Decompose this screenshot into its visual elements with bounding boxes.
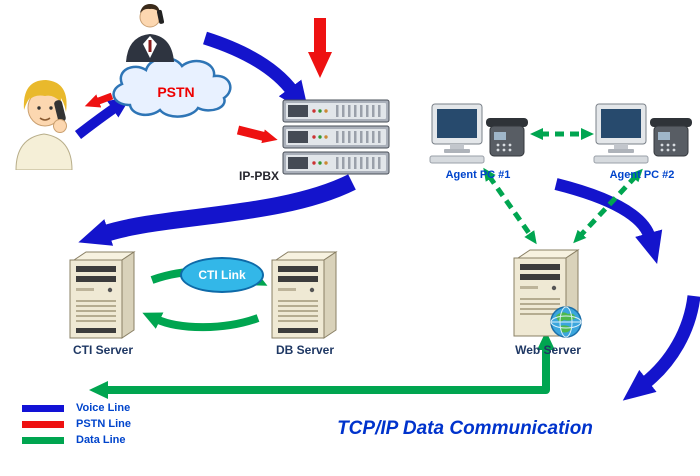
caller-icon [4, 70, 84, 171]
voice-arrow-pstn-to-pbx [203, 31, 310, 114]
legend-item-pstn: PSTN Line [22, 416, 262, 432]
data-arrow-agent2-webserver [573, 168, 643, 244]
data-arrow-server2-to-server1 [142, 312, 260, 332]
globe-icon [550, 306, 582, 338]
legend: Voice Line PSTN Line Data Line [22, 400, 262, 448]
db-server-label: DB Server [275, 343, 335, 357]
agent-workstation-1-icon [428, 100, 528, 170]
data-arrow-webserver-to-servers [89, 331, 555, 399]
pstn-arrow-cloud-to-pbx [236, 125, 278, 144]
web-server-globe-icon [506, 246, 590, 342]
legend-swatch-voice [22, 404, 64, 412]
agent2-label: Agent PC #2 [609, 169, 675, 181]
cti-server-icon [62, 250, 142, 342]
legend-swatch-pstn [22, 420, 64, 428]
legend-label-voice: Voice Line [76, 402, 131, 414]
agent-workstation-2-icon [592, 100, 692, 170]
web-server-label: Web Server [515, 343, 581, 357]
legend-item-data: Data Line [22, 432, 262, 448]
cti-link-label: CTI Link [198, 268, 246, 282]
operator-icon [112, 0, 187, 62]
legend-label-pstn: PSTN Line [76, 418, 132, 430]
pbx-rack-icon [280, 98, 392, 176]
data-arrow-agent1-webserver [483, 167, 537, 245]
agent1-label: Agent PC #1 [445, 169, 511, 181]
diagram-caption: TCP/IP Data Communication [337, 418, 593, 439]
cti-server-label: CTI Server [72, 343, 134, 357]
legend-item-voice: Voice Line [22, 400, 262, 416]
legend-label-data: Data Line [76, 434, 126, 446]
pstn-arrow-cloud-to-caller [84, 92, 114, 108]
voice-arrow-caller-to-pstn [74, 96, 131, 139]
pstn-cloud-icon [112, 57, 232, 118]
voice-arrow-bottom-right [622, 295, 700, 401]
db-server-icon [264, 250, 344, 342]
cti-link-badge: CTI Link [180, 257, 264, 293]
voice-arrow-pbx-to-cti-server [78, 174, 356, 246]
pstn-label: PSTN [157, 84, 195, 100]
pbx-label: IP-PBX [238, 169, 279, 183]
legend-swatch-data [22, 436, 64, 444]
